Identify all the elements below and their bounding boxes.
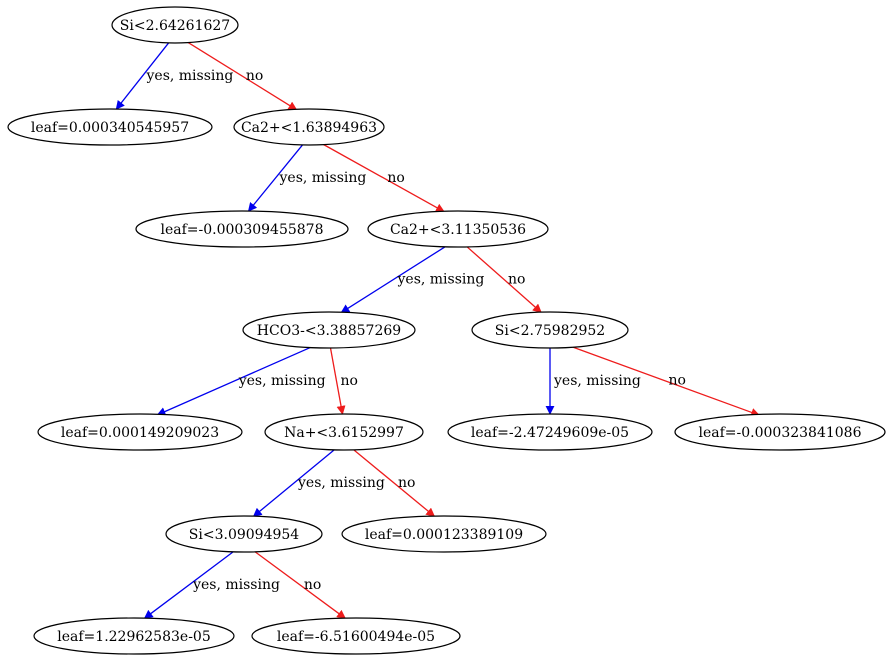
split-node-n0: Si<2.64261627 [111,6,239,44]
node-label: leaf=-2.47249609e-05 [471,425,629,441]
node-ellipse [251,617,461,655]
edge-n4-to-n6-no [466,246,542,313]
edge-label-yes-missing: yes, missing [146,68,234,84]
node-ellipse [233,108,385,146]
split-node-n4: Ca2+<3.11350536 [367,210,549,248]
node-ellipse [33,617,235,655]
edge-label-no: no [304,577,321,593]
leaf-node-n9: leaf=-2.47249609e-05 [447,413,653,451]
split-node-n6: Si<2.75982952 [471,311,629,349]
leaf-node-n13: leaf=1.22962583e-05 [33,617,235,655]
node-ellipse [165,515,323,553]
node-ellipse [242,311,416,349]
edge-label-no: no [387,170,404,186]
node-label: Ca2+<1.63894963 [241,120,377,136]
edge-n2-to-n3-yes [247,144,304,212]
leaf-node-n7: leaf=0.000149209023 [37,413,243,451]
node-label: Na+<3.6152997 [284,425,404,441]
edge-label-yes-missing: yes, missing [297,475,385,491]
split-node-n8: Na+<3.6152997 [264,413,424,451]
node-label: leaf=-0.000309455878 [161,222,324,238]
split-node-n5: HCO3-<3.38857269 [242,311,416,349]
edge-label-no: no [508,272,525,288]
leaf-node-n10: leaf=-0.000323841086 [674,413,886,451]
split-node-n11: Si<3.09094954 [165,515,323,553]
node-ellipse [37,413,243,451]
edge-n5-to-n7-yes [156,346,313,416]
leaf-node-n12: leaf=0.000123389109 [341,515,547,553]
edge-label-no: no [341,373,358,389]
nodes-layer: Si<2.64261627 leaf=0.000340545957 Ca2+<1.6… [7,6,886,655]
edge-label-no: no [669,373,686,389]
node-ellipse [367,210,549,248]
edge-label-no: no [398,475,415,491]
edge-n8-to-n11-yes [252,449,335,517]
node-label: HCO3-<3.38857269 [257,323,401,339]
edge-label-yes-missing: yes, missing [397,272,485,288]
edge-n11-to-n14-no [254,550,347,619]
edge-label-no: no [246,68,263,84]
node-label: leaf=0.000340545957 [31,120,189,136]
edge-n11-to-n13-yes [143,550,234,619]
node-ellipse [135,210,349,248]
edge-n0-to-n2-no [186,41,298,111]
edge-label-yes-missing: yes, missing [279,170,367,186]
node-label: leaf=1.22962583e-05 [57,629,210,645]
edge-label-yes-missing: yes, missing [192,577,280,593]
node-label: leaf=-6.51600494e-05 [277,629,435,645]
split-node-n2: Ca2+<1.63894963 [233,108,385,146]
node-ellipse [7,108,213,146]
edge-n6-to-n10-no [569,345,761,417]
node-ellipse [447,413,653,451]
node-ellipse [341,515,547,553]
leaf-node-n3: leaf=-0.000309455878 [135,210,349,248]
edges-layer: yes, missing no yes, missing no yes, missing… [115,41,761,619]
edge-n2-to-n4-no [322,143,445,213]
node-label: leaf=-0.000323841086 [699,425,862,441]
edge-n0-to-n1-yes [115,42,170,110]
node-label: leaf=0.000123389109 [365,527,523,543]
node-ellipse [471,311,629,349]
node-label: Si<2.75982952 [495,323,605,339]
edge-n8-to-n12-no [353,449,436,517]
node-ellipse [111,6,239,44]
node-label: Si<3.09094954 [189,527,300,543]
node-label: Si<2.64261627 [120,18,230,34]
leaf-node-n1: leaf=0.000340545957 [7,108,213,146]
edge-n4-to-n5-yes [340,245,447,314]
edge-label-yes-missing: yes, missing [553,373,641,389]
node-ellipse [674,413,886,451]
node-ellipse [264,413,424,451]
node-label: Ca2+<3.11350536 [390,222,526,238]
node-label: leaf=0.000149209023 [61,425,219,441]
edge-n5-to-n8-no [329,347,346,415]
leaf-node-n14: leaf=-6.51600494e-05 [251,617,461,655]
edge-label-yes-missing: yes, missing [238,373,326,389]
